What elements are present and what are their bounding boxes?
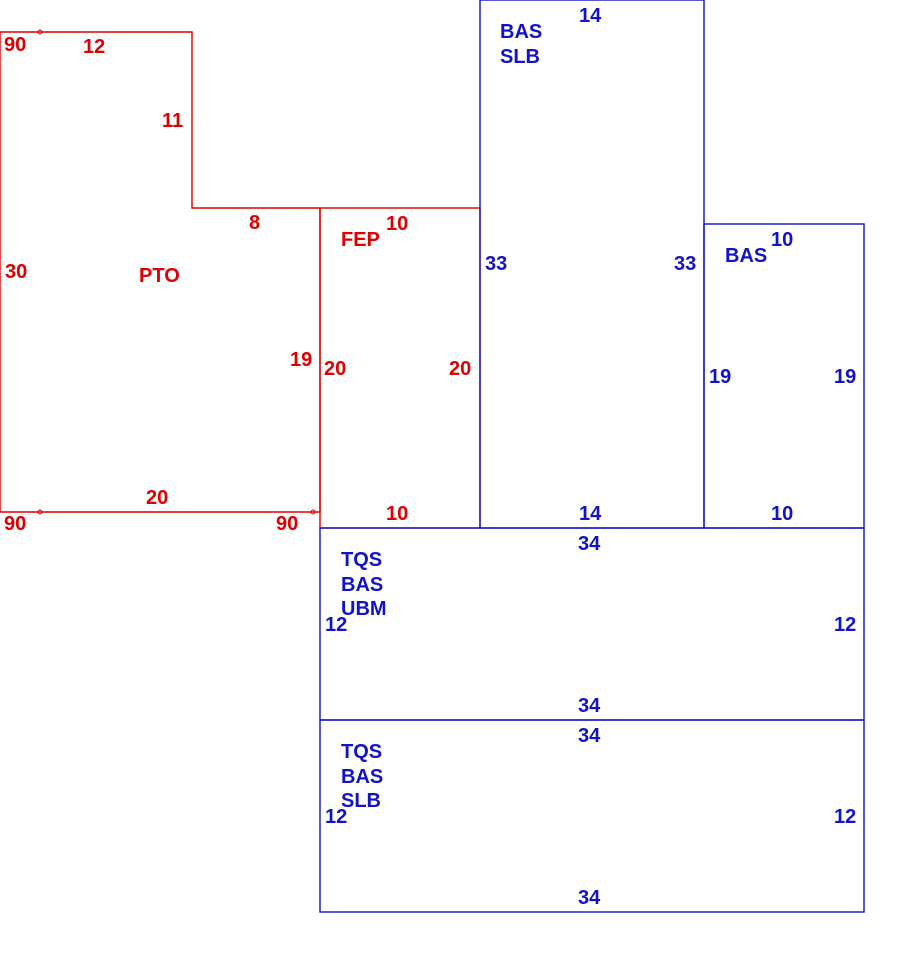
dimension-label-top: 10 xyxy=(771,229,793,251)
area-code: BAS xyxy=(725,245,767,267)
dimension-label-step-top: 8 xyxy=(249,212,260,234)
dimension-label-bottom: 34 xyxy=(578,887,601,909)
dimension-label-left: 30 xyxy=(5,261,27,283)
dimension-label-bottom: 20 xyxy=(146,487,168,509)
bas-slb-outline xyxy=(479,0,705,529)
dimension-label-bottom: 10 xyxy=(771,503,793,525)
dimension-label-left: 33 xyxy=(485,253,507,275)
area-code: SLB xyxy=(341,790,381,812)
area-pto: 90 12 11 8 30 PTO 19 20 90 90 xyxy=(0,29,321,535)
dimension-label-top: 10 xyxy=(386,213,408,235)
angle-marker xyxy=(310,509,316,515)
area-code: TQS xyxy=(341,549,382,571)
tqs-bas-slb-outline xyxy=(319,719,865,913)
dimension-label-right: 19 xyxy=(290,349,312,371)
dimension-label-top: 14 xyxy=(579,5,602,27)
dimension-label-bottom: 10 xyxy=(386,503,408,525)
dimension-label-top: 34 xyxy=(578,725,601,747)
dimension-label-right: 20 xyxy=(449,358,471,380)
dimension-label-right: 12 xyxy=(834,614,856,636)
dimension-label-top: 34 xyxy=(578,533,601,555)
angle-marker xyxy=(37,29,43,35)
area-code: PTO xyxy=(139,265,180,287)
angle-label-bottom-right: 90 xyxy=(276,513,298,535)
angle-marker xyxy=(37,509,43,515)
dimension-label-left: 12 xyxy=(325,806,347,828)
area-code: FEP xyxy=(341,229,380,251)
dimension-label-right: 19 xyxy=(834,366,856,388)
angle-label-bottom-left: 90 xyxy=(4,513,26,535)
tqs-bas-ubm-outline xyxy=(319,527,865,721)
dimension-label-left: 19 xyxy=(709,366,731,388)
area-tqs-bas-slb: TQS BAS SLB 34 12 12 34 xyxy=(319,719,865,913)
dimension-label-top: 12 xyxy=(83,36,105,58)
dimension-label-bottom: 14 xyxy=(579,503,602,525)
dimension-label-right: 12 xyxy=(834,806,856,828)
area-code: SLB xyxy=(500,46,540,68)
area-bas-slb-tall: BAS SLB 14 33 33 14 xyxy=(479,0,705,529)
area-tqs-bas-ubm: TQS BAS UBM 34 12 12 34 xyxy=(319,527,865,721)
dimension-label-left: 20 xyxy=(324,358,346,380)
area-bas-right: BAS 10 19 19 10 xyxy=(703,223,865,529)
dimension-label-bottom: 34 xyxy=(578,695,601,717)
area-code: BAS xyxy=(341,574,383,596)
dimension-label-right: 33 xyxy=(674,253,696,275)
area-code: UBM xyxy=(341,598,387,620)
area-code: TQS xyxy=(341,741,382,763)
area-code: BAS xyxy=(341,766,383,788)
angle-label-top-left: 90 xyxy=(4,34,26,56)
area-code: BAS xyxy=(500,21,542,43)
area-fep: FEP 10 20 20 10 xyxy=(319,207,481,529)
dimension-label-step-right: 11 xyxy=(162,110,183,132)
dimension-label-left: 12 xyxy=(325,614,347,636)
